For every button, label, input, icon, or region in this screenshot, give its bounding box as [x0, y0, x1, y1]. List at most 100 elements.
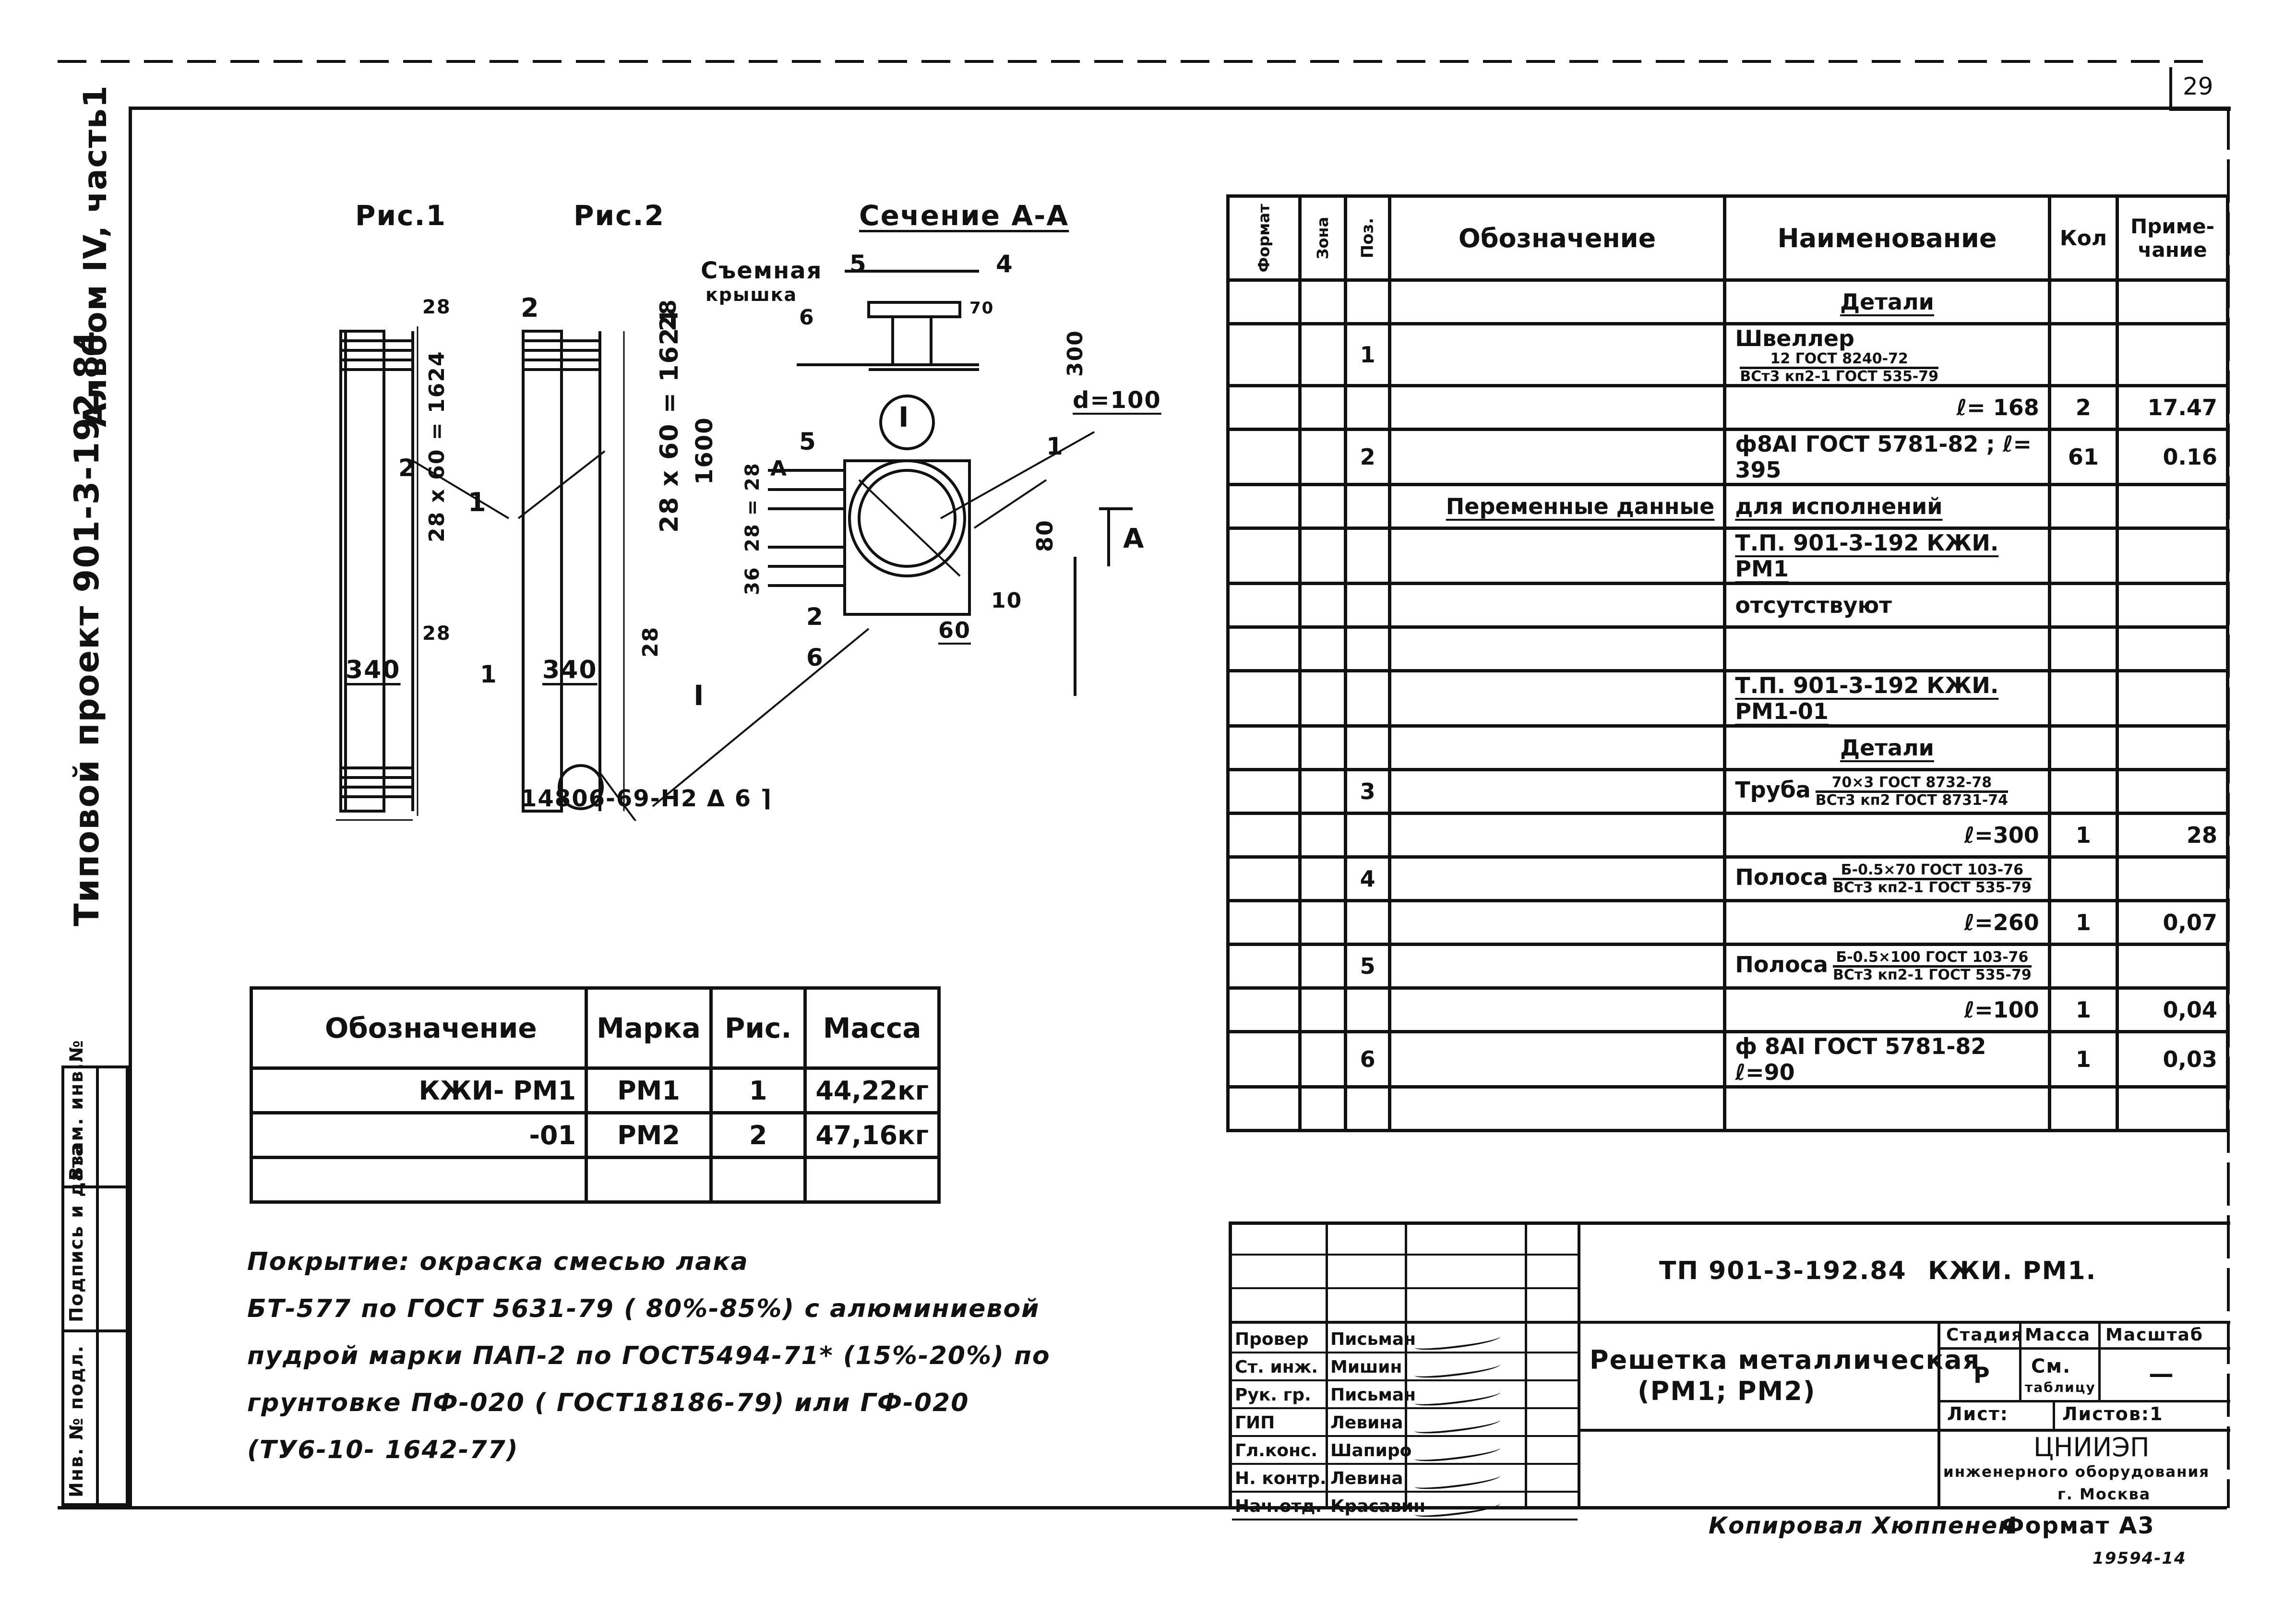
signer-name: Письман — [1330, 1329, 1416, 1349]
spec-cell — [1298, 812, 1348, 859]
signer-name: Левина — [1330, 1413, 1403, 1433]
org-dept: инженерного оборудования — [1943, 1463, 2210, 1481]
margin-sep-2 — [61, 1329, 129, 1332]
spec-cell — [1344, 724, 1391, 771]
stage-label: Стадия — [1946, 1325, 2023, 1345]
spec-cell — [1344, 899, 1391, 946]
spec-name-text: Т.П. 901-3-192 КЖИ. РМ1-01 — [1735, 672, 1999, 724]
removable-cover-1: Съемная — [701, 257, 823, 284]
spec-cell — [2116, 527, 2229, 585]
mass-cell — [803, 1156, 941, 1204]
spec-cell-name: Т.П. 901-3-192 КЖИ. РМ1 — [1723, 527, 2051, 585]
scale-label: Масштаб — [2105, 1325, 2203, 1345]
fig1-label: Рис.1 — [355, 199, 446, 232]
spec-cell — [1226, 483, 1302, 530]
spec-cell — [2047, 625, 2119, 672]
label-a-box: А — [770, 456, 788, 481]
label-pos-2-fig1: 2 — [398, 454, 416, 482]
section-label: Сечение А-А — [859, 199, 1069, 232]
org-city: г. Москва — [2057, 1485, 2151, 1503]
margin-album: Альбом IV, часть1 — [77, 84, 114, 427]
section-pipe — [848, 459, 966, 577]
margin-inv-strip — [61, 1065, 129, 1506]
table-row — [1226, 625, 2229, 672]
doc-mark: КЖИ. РМ1. — [1928, 1257, 2097, 1285]
signer-row: Рук. гр.Письман — [1232, 1381, 1578, 1409]
signer-role: ГИП — [1235, 1413, 1275, 1433]
signature-mark — [1414, 1387, 1501, 1408]
spec-cell — [1387, 899, 1727, 946]
footer-number: 19594-14 — [2093, 1549, 2187, 1568]
label-roman-1: I — [694, 679, 705, 712]
spec-cell: 4 — [1344, 855, 1391, 902]
label-28-right: 28 — [655, 298, 681, 331]
spec-cell — [1226, 1085, 1302, 1132]
spec-cell — [1344, 527, 1391, 585]
margin-inv-1: Инв. № подл. — [66, 1344, 87, 1497]
label-pos-1-fig1: 1 — [480, 660, 498, 688]
spec-cell: 1 — [2047, 986, 2119, 1033]
signature-mark — [1414, 1415, 1501, 1436]
spec-cell — [2047, 1085, 2119, 1132]
detail-I-callout — [879, 395, 935, 450]
signer-row: Гл.конс.Шапиро — [1232, 1437, 1578, 1465]
spec-cell: 0,07 — [2116, 899, 2229, 946]
spec-cell — [1226, 428, 1302, 486]
fraction-top: 12 ГОСТ 8240-72 — [1740, 351, 1939, 369]
label-80: 80 — [1032, 519, 1058, 552]
spec-cell — [1298, 1030, 1348, 1089]
spec-cell: 1 — [1344, 322, 1391, 387]
label-340-a: 340 — [346, 656, 401, 684]
mass-cell: РМ1 — [585, 1066, 713, 1114]
spec-cell — [1298, 384, 1348, 431]
signature-mark — [1414, 1498, 1501, 1520]
spec-cell — [2116, 1085, 2229, 1132]
label-28x60-a: 28 x 60 = 1624 — [425, 350, 449, 542]
spec-cell — [1298, 483, 1348, 530]
spec-cell — [1298, 1085, 1348, 1132]
spec-cell — [1226, 625, 1302, 672]
section-arrow-label: А — [1123, 523, 1145, 554]
spec-cell — [1298, 322, 1348, 387]
signer-row: Н. контр.Левина — [1232, 1465, 1578, 1493]
spec-name-text: ℓ= 168 — [1956, 395, 2039, 420]
spec-cell — [1344, 1085, 1391, 1132]
spec-cell — [1226, 322, 1302, 387]
item-title-2: (РМ1; РМ2) — [1638, 1376, 1816, 1406]
table-row: -01 РМ2 2 47,16кг — [249, 1111, 941, 1159]
label-10: 10 — [991, 588, 1023, 613]
margin-sep-1 — [61, 1185, 129, 1188]
spec-cell: 5 — [1344, 943, 1391, 990]
label-340-b: 340 — [542, 656, 598, 684]
label-pos-6-sec: 6 — [806, 644, 824, 671]
spec-cell — [1387, 625, 1727, 672]
label-28x60-b: 28 x 60 = 1624 — [655, 309, 684, 533]
spec-cell-name: ℓ=300 — [1723, 812, 2051, 859]
fraction-bottom: ВСт3 кп2-1 ГОСТ 535-79 — [1833, 879, 2032, 896]
spec-cell — [1387, 855, 1727, 902]
spec-name-text: отсутствуют — [1735, 592, 1892, 618]
spec-cell: 0,03 — [2116, 1030, 2229, 1089]
spec-cell — [2047, 669, 2119, 728]
spec-cell — [1344, 986, 1391, 1033]
section-cover — [867, 301, 961, 318]
footer-copied: Копировал Хюппенен — [1709, 1512, 2015, 1539]
spec-h-qty: Кол — [2047, 194, 2119, 282]
org-name: ЦНИИЭП — [2033, 1432, 2150, 1462]
spec-cell — [2116, 724, 2229, 771]
spec-cell — [1344, 812, 1391, 859]
spec-cell — [1344, 625, 1391, 672]
signer-name: Шапиро — [1330, 1441, 1412, 1460]
table-row: Т.П. 901-3-192 КЖИ. РМ1 — [1226, 527, 2229, 585]
spec-cell — [2116, 768, 2229, 815]
spec-cell — [1387, 986, 1727, 1033]
